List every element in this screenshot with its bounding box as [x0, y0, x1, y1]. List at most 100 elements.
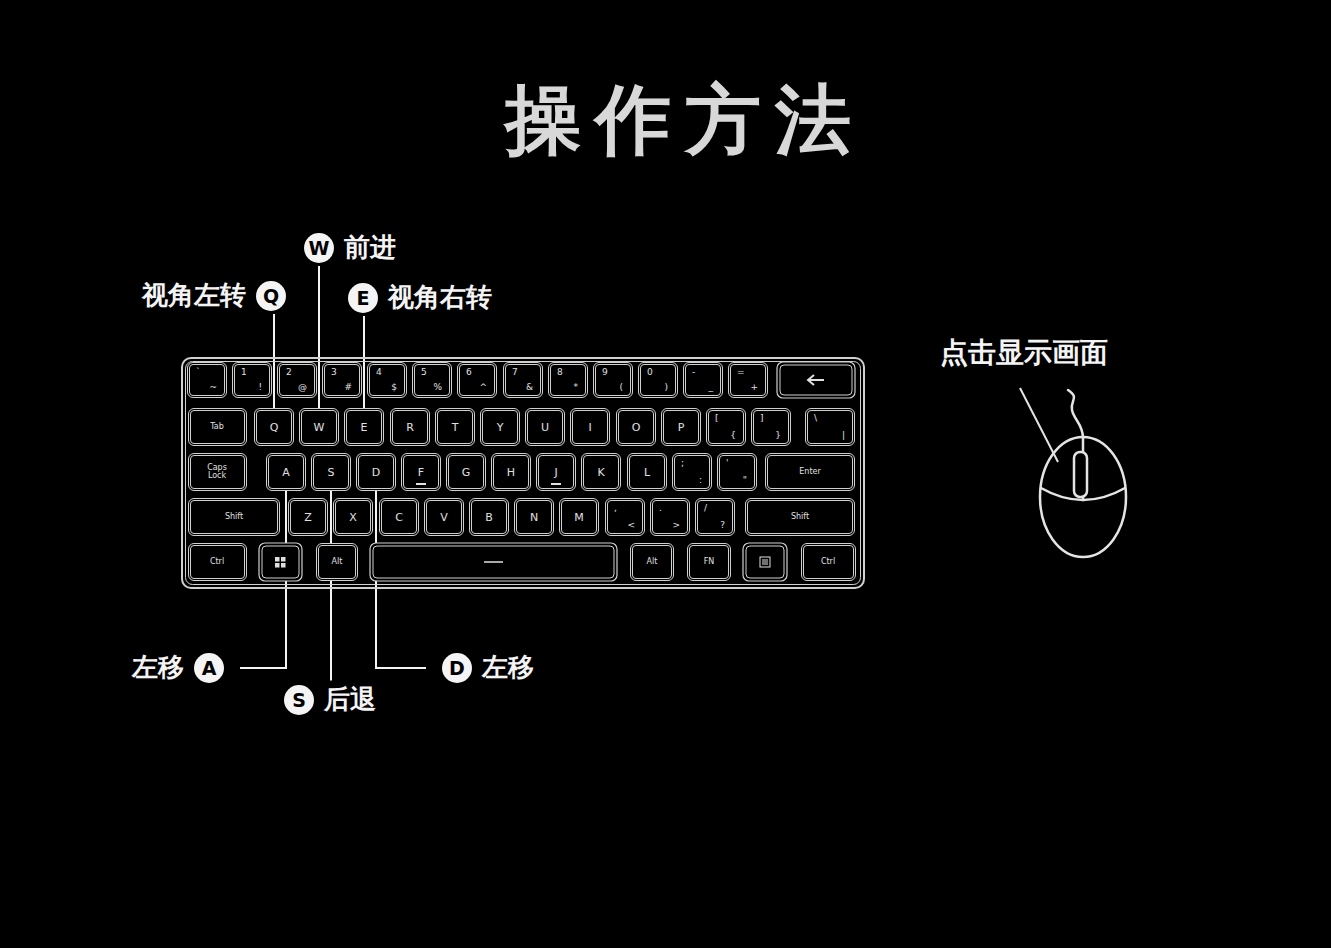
keyboard-key: Alt [316, 543, 358, 581]
callout-marker: S后退 [284, 684, 376, 715]
space-key-inner [373, 546, 614, 578]
key-legend: O [619, 422, 653, 433]
key-legend: ? [720, 521, 725, 530]
menu-icon-box [760, 557, 770, 567]
space-key [370, 543, 617, 581]
callout-marker: Q视角左转 [142, 280, 286, 311]
keyboard-key: 1! [232, 362, 272, 398]
windows-key-inner [262, 546, 299, 578]
windows-key [259, 543, 302, 581]
keyboard-key: Tab [188, 408, 247, 446]
key-legend: } [775, 431, 781, 440]
keyboard-key: =+ [728, 362, 768, 398]
key-legend: / [704, 504, 707, 513]
mouse-drawing [1040, 390, 1126, 557]
key-legend: I [573, 422, 607, 433]
keyboard-key: R [390, 408, 430, 446]
keyboard-key: FN [687, 543, 731, 581]
keyboard-key: B [469, 498, 509, 536]
key-legend: ! [258, 383, 262, 392]
keyboard-key: J [536, 453, 576, 491]
key-legend: ( [619, 383, 623, 392]
keyboard-key: '" [717, 453, 757, 491]
backspace-key [777, 362, 855, 398]
keyboard-key: 0) [638, 362, 678, 398]
menu-key [743, 543, 787, 581]
callout-letter: E [348, 283, 378, 313]
key-legend: - [692, 368, 695, 377]
key-legend: % [433, 383, 442, 392]
keyboard-key: Shift [188, 498, 280, 536]
key-legend: Tab [202, 423, 232, 431]
keyboard-key: S [311, 453, 351, 491]
mouse-cord [1068, 390, 1083, 438]
callout-letter: A [194, 653, 224, 683]
key-legend: 9 [602, 368, 608, 377]
mouse-button-split [1041, 488, 1125, 500]
key-legend: | [842, 431, 845, 440]
key-legend: Shift [785, 513, 815, 521]
keyboard-key: L [627, 453, 667, 491]
keyboard-key: ;: [672, 453, 712, 491]
callout-text: 视角左转 [142, 280, 246, 311]
keyboard-key: K [581, 453, 621, 491]
keyboard-key: 3# [322, 362, 362, 398]
key-legend: S [314, 467, 348, 478]
keyboard-key: .> [650, 498, 690, 536]
keyboard-key: 7& [503, 362, 543, 398]
page-title: 操作方法 [505, 78, 865, 162]
key-legend: 5 [421, 368, 427, 377]
keyboard-key: 6^ [457, 362, 497, 398]
key-legend: 0 [647, 368, 653, 377]
keyboard-key: T [435, 408, 475, 446]
keyboard-key: -_ [683, 362, 723, 398]
key-legend: G [449, 467, 483, 478]
key-legend: 2 [286, 368, 292, 377]
key-legend: Enter [795, 468, 825, 476]
key-legend: V [427, 512, 461, 523]
keyboard-key: [{ [706, 408, 746, 446]
key-legend: T [438, 422, 472, 433]
key-legend: @ [298, 383, 307, 392]
leader-line [318, 266, 320, 408]
leader-line [330, 491, 332, 680]
key-legend: { [730, 431, 736, 440]
keyboard-key: Alt [630, 543, 674, 581]
homing-bump [551, 483, 561, 485]
key-legend: X [336, 512, 370, 523]
key-legend: Alt [637, 558, 667, 566]
key-legend: & [526, 383, 533, 392]
keyboard-key: M [559, 498, 599, 536]
callout-text: 视角右转 [388, 282, 492, 313]
windows-logo-icon [275, 557, 286, 568]
key-legend: R [393, 422, 427, 433]
keyboard-key: Q [254, 408, 294, 446]
callout-text: 前进 [344, 232, 396, 263]
callout-letter: S [284, 685, 314, 715]
keyboard-key: /? [695, 498, 735, 536]
windows-logo-pane [275, 557, 280, 562]
windows-logo-pane [281, 563, 286, 568]
key-legend: FN [694, 558, 724, 566]
key-legend: _ [709, 383, 714, 392]
callout-text: 左移 [482, 652, 534, 683]
key-legend: = [737, 368, 745, 377]
keyboard-key: Z [288, 498, 328, 536]
key-legend: ^ [479, 383, 487, 392]
key-legend: Z [291, 512, 325, 523]
keyboard-key: D [356, 453, 396, 491]
keyboard-key: G [446, 453, 486, 491]
leader-line [1020, 388, 1058, 462]
menu-icon-lines [762, 560, 768, 564]
key-legend: N [517, 512, 551, 523]
key-legend: : [699, 476, 702, 485]
key-legend: Ctrl [813, 558, 843, 566]
key-legend: 3 [331, 368, 337, 377]
key-legend: $ [391, 383, 397, 392]
key-legend: [ [715, 414, 719, 423]
callout-marker: A左移 [132, 652, 224, 683]
key-legend: E [347, 422, 381, 433]
key-legend: C [382, 512, 416, 523]
keyboard-key: E [344, 408, 384, 446]
